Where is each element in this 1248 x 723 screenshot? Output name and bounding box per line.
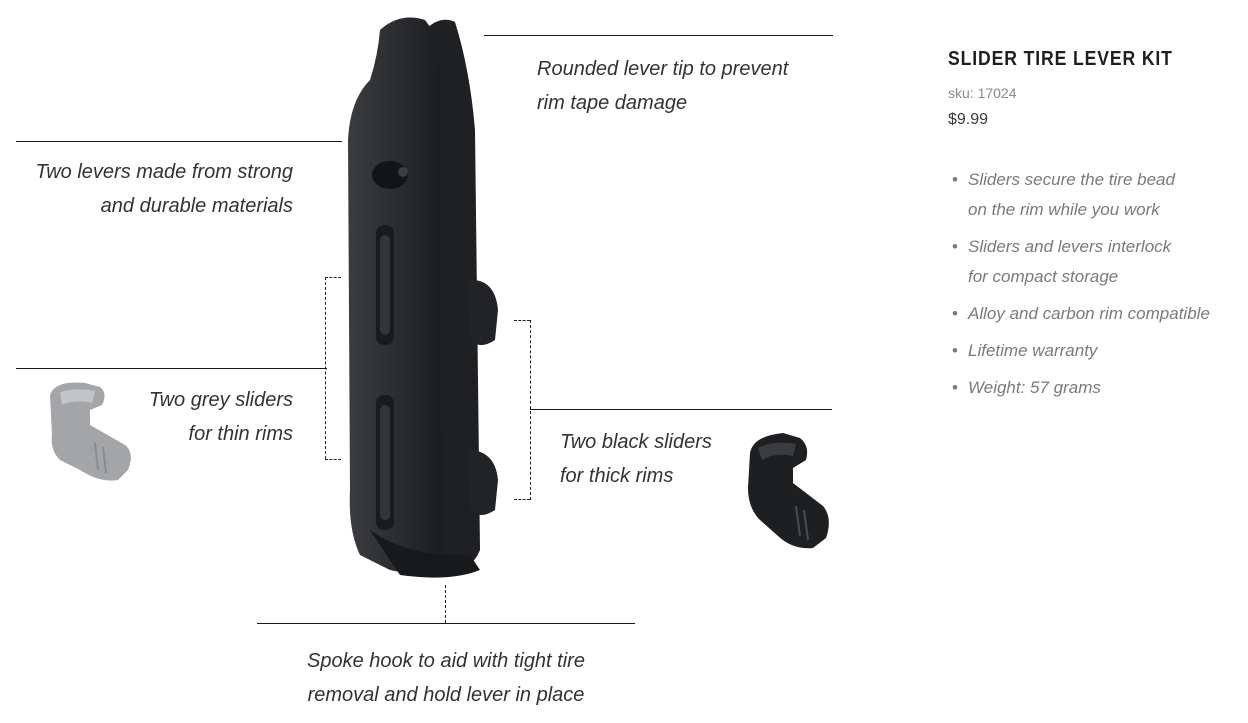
feature-text: Weight: 57 grams	[968, 378, 1101, 397]
black-bracket-bottom	[514, 499, 530, 500]
grey-slider-image	[50, 382, 131, 481]
product-sku: sku: 17024	[948, 85, 1017, 101]
lever-tip-callout: Rounded lever tip to prevent rim tape da…	[537, 58, 789, 114]
spoke-hook-callout: Spoke hook to aid with tight tire remova…	[307, 650, 585, 706]
feature-text: on the rim while you work	[968, 200, 1160, 219]
bullet-icon: •	[952, 170, 958, 189]
lever-tip-rule	[484, 35, 833, 36]
feature-text: for compact storage	[968, 267, 1119, 286]
black-sliders-bracket	[530, 320, 531, 500]
black-bracket-top	[514, 320, 530, 321]
feature-item: • Alloy and carbon rim compatible	[948, 299, 1248, 329]
spoke-hook-rule	[257, 623, 635, 624]
bullet-icon: •	[952, 237, 958, 256]
product-panel: SLIDER TIRE LEVER KIT sku: 17024 $9.99 •…	[948, 48, 1248, 410]
black-sliders-callout: Two black sliders for thick rims	[560, 431, 712, 487]
feature-item: • Weight: 57 grams	[948, 373, 1248, 403]
black-slider-image	[748, 433, 829, 549]
grey-bracket-top	[325, 277, 341, 278]
bullet-icon: •	[952, 341, 958, 360]
spoke-hook-pointer	[445, 585, 446, 623]
product-title: SLIDER TIRE LEVER KIT	[948, 48, 1173, 70]
feature-text: Sliders and levers interlock	[968, 237, 1172, 256]
grey-sliders-rule	[16, 368, 327, 369]
feature-text: Alloy and carbon rim compatible	[968, 304, 1210, 323]
levers-rule	[16, 141, 342, 142]
bullet-icon: •	[952, 304, 958, 323]
product-price: $9.99	[948, 111, 989, 128]
grey-bracket-bottom	[325, 459, 341, 460]
black-sliders-rule	[530, 409, 832, 410]
feature-text: Lifetime warranty	[968, 341, 1098, 360]
bullet-icon: •	[952, 378, 958, 397]
feature-text: Sliders secure the tire bead	[968, 170, 1175, 189]
grey-sliders-callout: Two grey sliders for thin rims	[148, 389, 293, 445]
grey-sliders-bracket	[325, 277, 326, 459]
tire-lever-image	[348, 17, 498, 578]
levers-callout: Two levers made from strong and durable …	[35, 161, 294, 217]
feature-item: • Lifetime warranty	[948, 336, 1248, 366]
feature-item: • Sliders and levers interlock for compact…	[948, 232, 1248, 292]
feature-list: • Sliders secure the tire bead on the rim …	[948, 165, 1248, 403]
feature-item: • Sliders secure the tire bead on the rim …	[948, 165, 1248, 225]
